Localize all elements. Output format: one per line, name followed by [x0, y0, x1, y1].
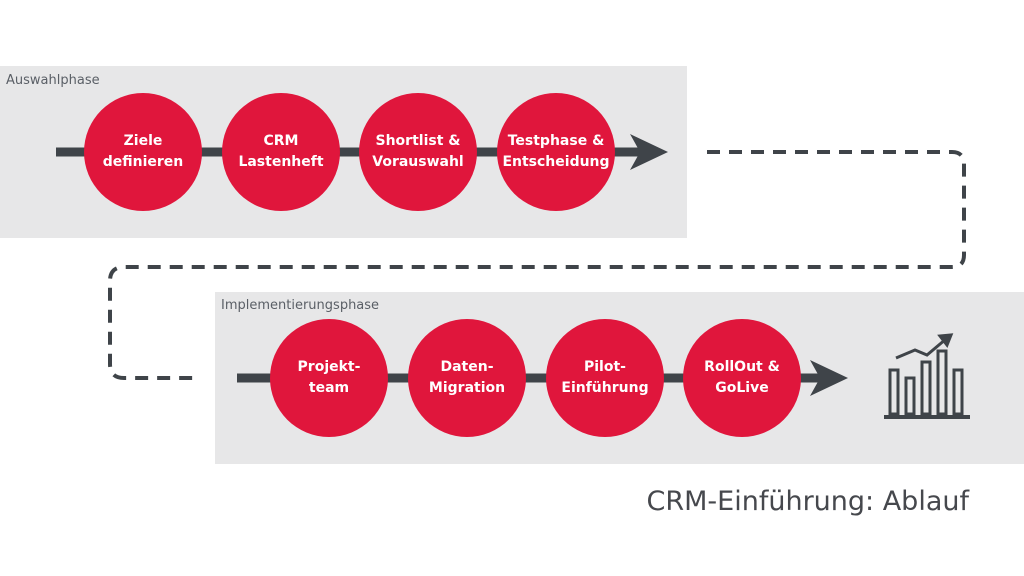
step-shortlist-vorauswahl: Shortlist & Vorauswahl [359, 93, 477, 211]
step-daten-migration: Daten- Migration [408, 319, 526, 437]
step-ziele-definieren: Ziele definieren [84, 93, 202, 211]
page-title: CRM-Einführung: Ablauf [646, 486, 969, 517]
selection-arrow-head [630, 134, 668, 170]
implementation-phase-label: Implementierungsphase [221, 298, 380, 313]
step-rollout-golive: RollOut & GoLive [683, 319, 801, 437]
step-pilot-einfuehrung: Pilot- Einführung [546, 319, 664, 437]
selection-phase-label: Auswahlphase [6, 73, 100, 88]
implementation-arrow-head [810, 360, 848, 396]
growth-chart-icon [884, 333, 970, 419]
step-crm-lastenheft: CRM Lastenheft [222, 93, 340, 211]
step-projektteam: Projekt- team [270, 319, 388, 437]
step-testphase-entscheidung: Testphase & Entscheidung [497, 93, 615, 211]
